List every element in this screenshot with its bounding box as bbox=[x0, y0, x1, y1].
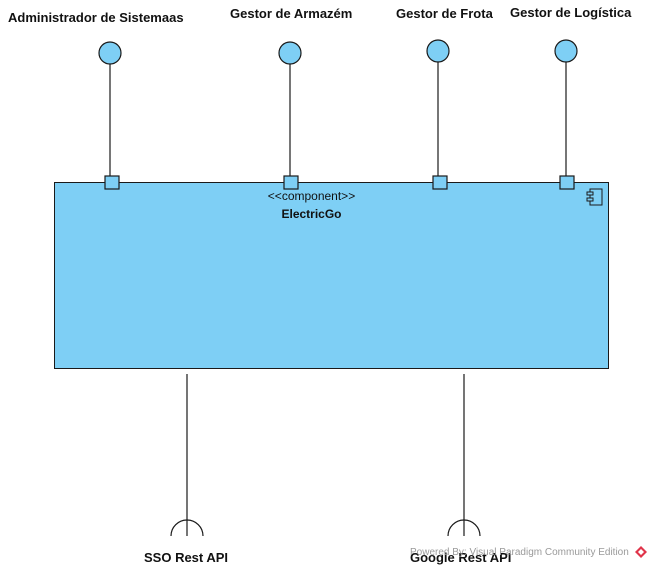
actor-label-gestor-frota: Gestor de Frota bbox=[396, 6, 493, 21]
provided-interface-gestor-logistica[interactable] bbox=[554, 39, 578, 176]
port-gestor-logistica[interactable] bbox=[559, 175, 575, 190]
component-icon bbox=[586, 188, 603, 206]
actor-label-gestor-armazem: Gestor de Armazém bbox=[230, 6, 353, 21]
component-stereotype: <<component>> bbox=[267, 189, 356, 203]
component-name: ElectricGo bbox=[281, 207, 342, 221]
watermark-text: Powered By: Visual Paradigm Community Ed… bbox=[410, 547, 629, 558]
port-administrador[interactable] bbox=[104, 175, 120, 190]
provided-interface-administrador[interactable] bbox=[98, 41, 122, 176]
provided-interface-gestor-armazem[interactable] bbox=[278, 41, 302, 176]
port-gestor-frota[interactable] bbox=[432, 175, 448, 190]
required-interface-google[interactable] bbox=[447, 374, 481, 537]
component-electricgo[interactable]: <<component>> ElectricGo bbox=[54, 182, 609, 369]
api-label-sso: SSO Rest API bbox=[144, 550, 229, 565]
actor-label-administrador: Administrador de Sistemaas bbox=[8, 10, 184, 25]
required-interface-sso[interactable] bbox=[170, 374, 204, 537]
visual-paradigm-logo-icon bbox=[635, 546, 647, 558]
provided-interface-gestor-frota[interactable] bbox=[426, 39, 450, 176]
actor-label-gestor-logistica: Gestor de Logística bbox=[510, 5, 632, 20]
api-label-google: Google Rest API bbox=[410, 550, 512, 565]
port-gestor-armazem[interactable] bbox=[283, 175, 299, 190]
